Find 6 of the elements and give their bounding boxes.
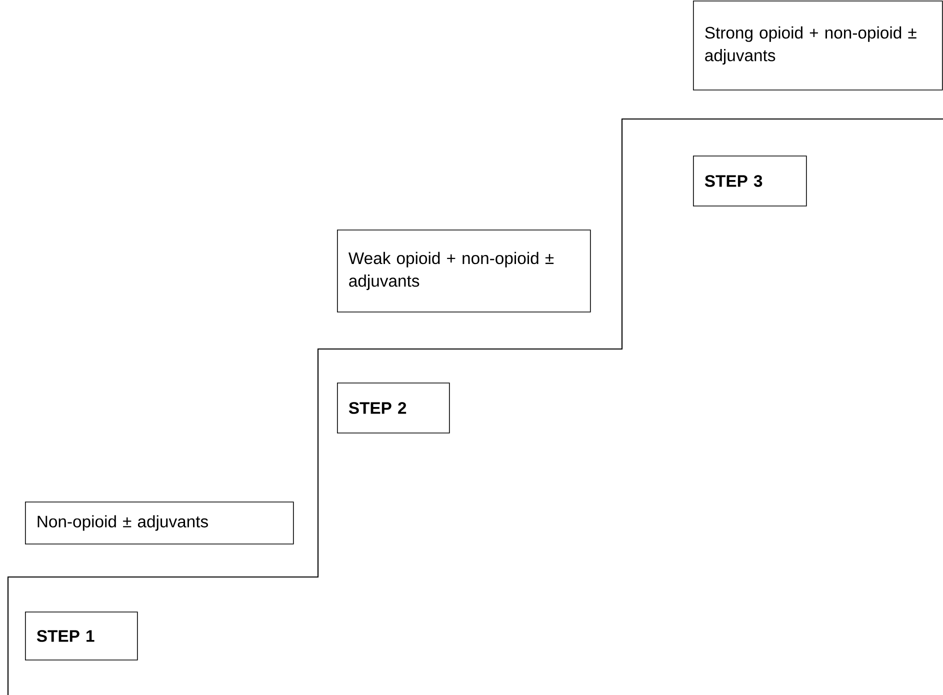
treatment-box: Strong opioid + non-opioid ± adjuvants (693, 0, 943, 90)
treatment-box: Non-opioid ± adjuvants (25, 502, 294, 544)
step-box: STEP 1 (25, 612, 138, 660)
treatment-box: Weak opioid + non-opioid ± adjuvants (337, 230, 591, 312)
step-box: STEP 2 (337, 382, 450, 434)
step-box: STEP 3 (693, 156, 807, 206)
